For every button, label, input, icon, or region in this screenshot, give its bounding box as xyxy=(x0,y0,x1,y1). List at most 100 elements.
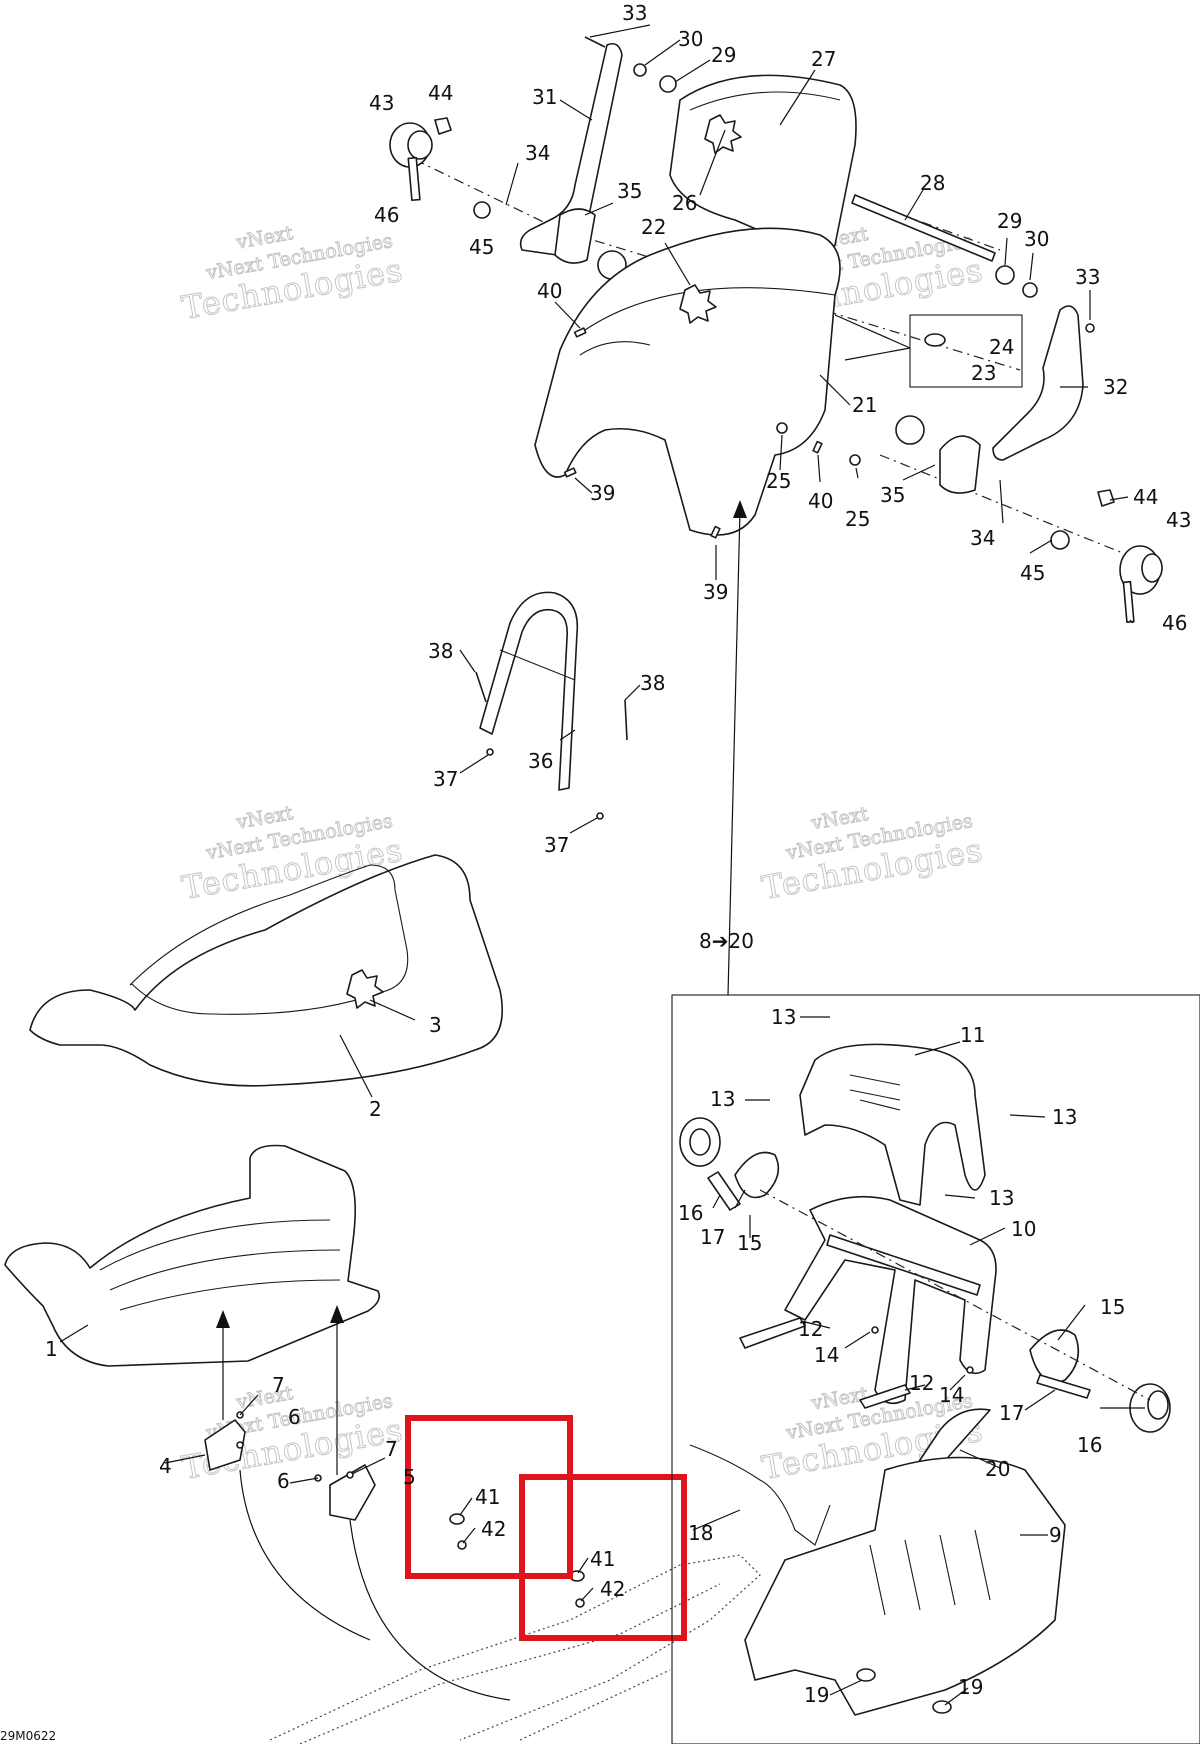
grab-handle-strut xyxy=(499,649,576,681)
callout-3: 3 xyxy=(429,1013,442,1037)
pin-39-left xyxy=(563,467,577,478)
callout-32: 32 xyxy=(1103,375,1128,399)
nut-14-right xyxy=(966,1366,974,1374)
nut-37-left xyxy=(486,748,494,756)
washer-30-top xyxy=(633,63,647,77)
grommet-23 xyxy=(924,333,946,347)
pin-39-bottom xyxy=(710,525,721,539)
callout-25-right: 25 xyxy=(845,507,870,531)
callout-9: 9 xyxy=(1049,1523,1062,1547)
backrest-seam xyxy=(689,91,841,111)
axis-line-inset xyxy=(759,1189,1151,1401)
seat-2 xyxy=(29,854,504,1087)
callout-6-left: 6 xyxy=(288,1405,301,1429)
mechanism-10 xyxy=(784,1195,997,1405)
callout-17-right: 17 xyxy=(999,1401,1024,1425)
washer-29-right xyxy=(995,265,1015,285)
logo-22 xyxy=(679,284,717,324)
callout-27: 27 xyxy=(811,47,836,71)
callout-43-left: 43 xyxy=(369,91,394,115)
callout-8-to-20: 8➔20 xyxy=(699,929,754,953)
callout-13-d: 13 xyxy=(989,1186,1014,1210)
pin-40-left xyxy=(573,327,587,338)
bearing-16-right-inner xyxy=(1147,1390,1169,1420)
leader-inset-top xyxy=(834,314,911,349)
screw-33-right xyxy=(1085,323,1095,333)
callout-25-left: 25 xyxy=(766,469,791,493)
knob-43-left xyxy=(389,122,433,202)
callout-44-left: 44 xyxy=(428,81,453,105)
callout-30-right: 30 xyxy=(1024,227,1049,251)
install-arrow-head-right xyxy=(330,1305,344,1323)
callout-41-right: 41 xyxy=(590,1547,615,1571)
callout-34-right: 34 xyxy=(970,526,995,550)
nut-25-right xyxy=(849,454,861,466)
rod-28 xyxy=(851,194,996,262)
callout-42-left: 42 xyxy=(481,1517,506,1541)
callout-24: 24 xyxy=(989,335,1014,359)
screw-38-right xyxy=(624,699,628,741)
callout-38-right: 38 xyxy=(640,671,665,695)
callout-33-right: 33 xyxy=(1075,265,1100,289)
bearing-35-left xyxy=(554,208,596,264)
callout-23: 23 xyxy=(971,361,996,385)
callout-38-left: 38 xyxy=(428,639,453,663)
callout-1: 1 xyxy=(45,1337,58,1361)
clip-44-left xyxy=(434,117,452,135)
callout-17-left: 17 xyxy=(700,1225,725,1249)
lever-17-right xyxy=(1036,1374,1091,1399)
callout-11: 11 xyxy=(960,1023,985,1047)
bearing-35-right xyxy=(939,435,981,494)
callout-34-left: 34 xyxy=(525,141,550,165)
callout-4: 4 xyxy=(159,1454,172,1478)
screw-7-right xyxy=(346,1471,354,1479)
seat-base-9-ribs xyxy=(869,1529,991,1616)
mount-19-left xyxy=(856,1668,876,1682)
callout-7-right: 7 xyxy=(385,1437,398,1461)
pin-40-right xyxy=(812,440,823,454)
callout-45-left: 45 xyxy=(469,235,494,259)
callout-13-c: 13 xyxy=(1052,1105,1077,1129)
callout-16-left: 16 xyxy=(678,1201,703,1225)
knob-43-right xyxy=(1119,545,1163,623)
strap-12-right xyxy=(859,1384,911,1409)
callout-18: 18 xyxy=(688,1521,713,1545)
callout-29-top: 29 xyxy=(711,43,736,67)
backrest-arm-31 xyxy=(519,42,623,256)
backrest-arm-32 xyxy=(992,305,1084,461)
callout-37-right: 37 xyxy=(544,833,569,857)
callout-12-right: 12 xyxy=(909,1371,934,1395)
seat-2-inner-seam xyxy=(129,864,409,1015)
nut-37-right xyxy=(596,812,604,820)
callout-12-left: 12 xyxy=(798,1317,823,1341)
subassembly-frame xyxy=(671,994,1200,1744)
callout-15-left: 15 xyxy=(737,1231,762,1255)
callout-7-left: 7 xyxy=(272,1373,285,1397)
callout-28: 28 xyxy=(920,171,945,195)
screw-6-left xyxy=(236,1441,244,1449)
gear-35-right xyxy=(895,415,925,445)
callout-37-left: 37 xyxy=(433,767,458,791)
backrest-cushion-27 xyxy=(669,74,857,255)
callout-39-left: 39 xyxy=(590,481,615,505)
leader-inset-bottom xyxy=(844,347,911,361)
clip-44-right xyxy=(1097,489,1115,507)
callout-19-right: 19 xyxy=(958,1675,983,1699)
watermark-1: vNext vNext Technologies Technologies xyxy=(178,222,406,328)
callout-35-right: 35 xyxy=(880,483,905,507)
seat-base-1-ridges xyxy=(99,1219,341,1311)
callout-42-right: 42 xyxy=(600,1577,625,1601)
watermark-3: vNext vNext Technologies Technologies xyxy=(178,802,406,908)
callout-labels: 33 30 29 27 43 44 31 34 35 26 46 45 22 2… xyxy=(45,1,1191,1707)
curve-arrow-left xyxy=(239,1469,371,1641)
callout-26: 26 xyxy=(672,191,697,215)
plate-15-right xyxy=(1029,1329,1080,1383)
frame-dotted xyxy=(269,1554,761,1744)
callout-2: 2 xyxy=(369,1097,382,1121)
cover-11-rollers xyxy=(849,1074,901,1111)
nut-45-left xyxy=(473,201,491,219)
callout-13-a: 13 xyxy=(771,1005,796,1029)
callout-41-left: 41 xyxy=(475,1485,500,1509)
callout-36: 36 xyxy=(528,749,553,773)
